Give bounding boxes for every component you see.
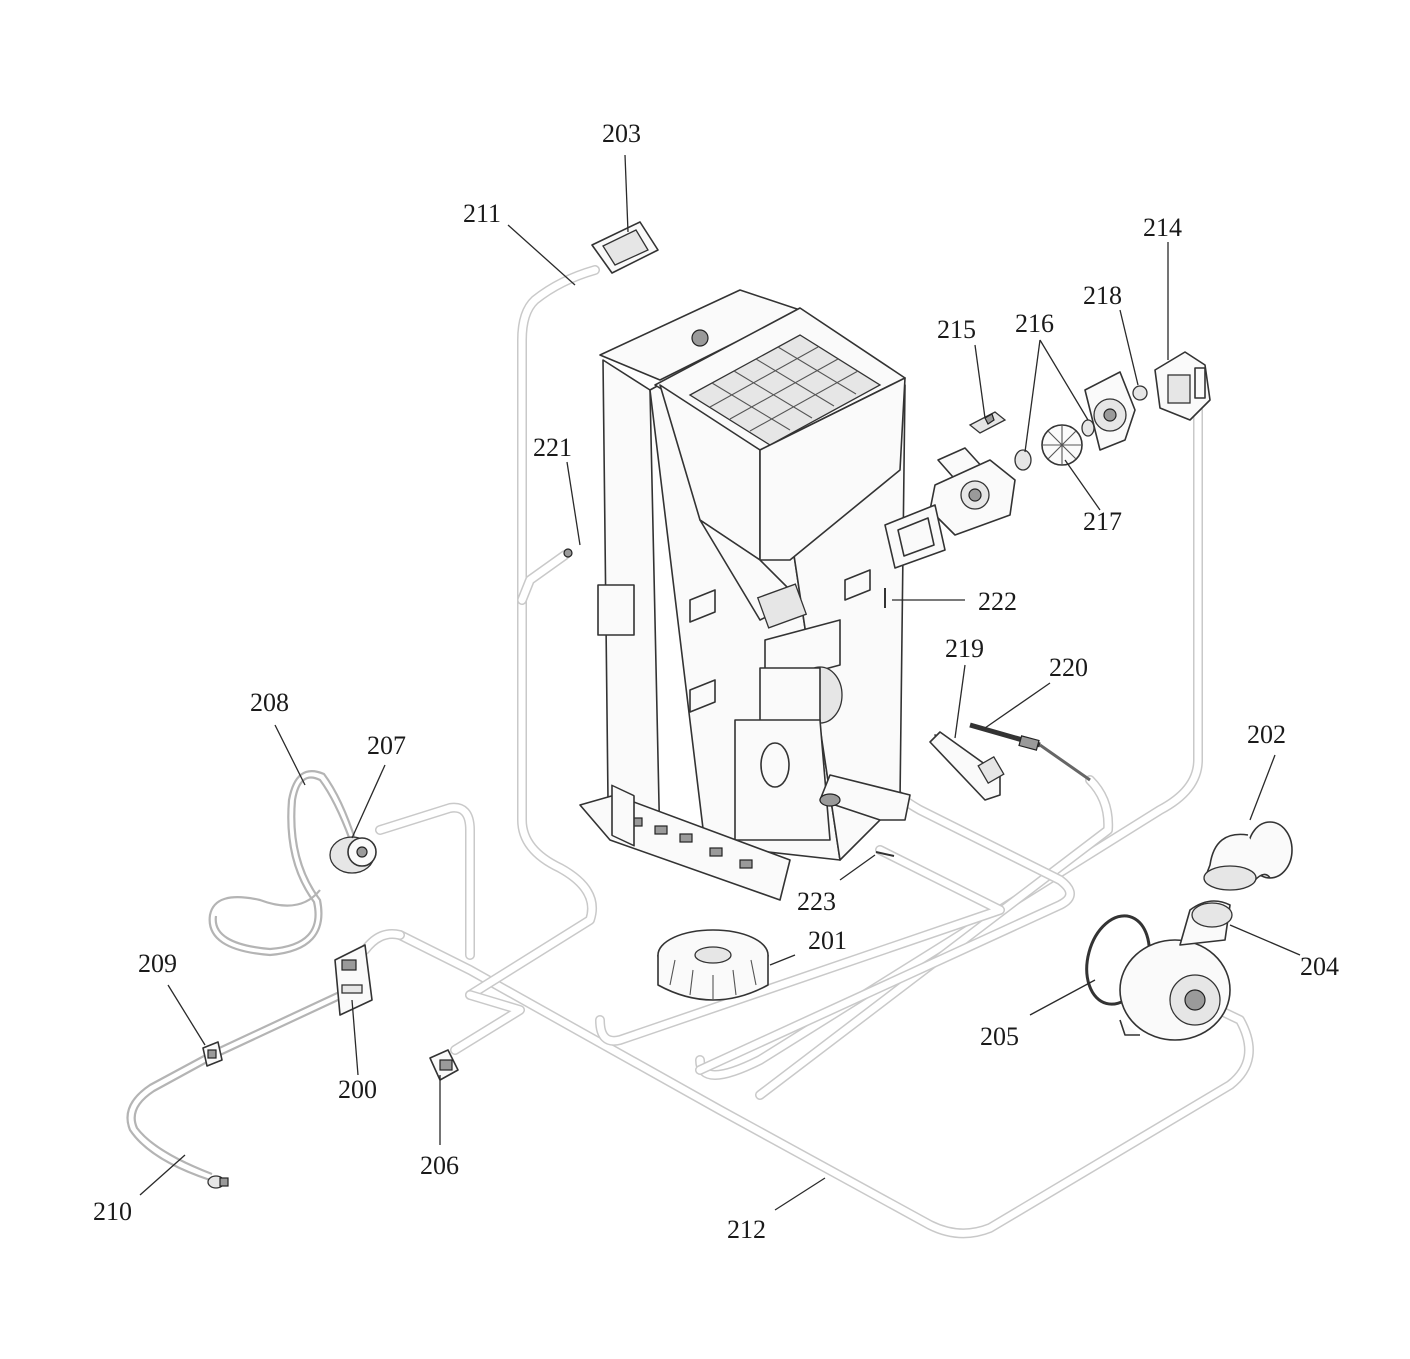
relay-209 <box>202 1041 223 1067</box>
label-204: 204 <box>1300 952 1339 981</box>
elbow-202 <box>1203 821 1293 891</box>
motor-214 <box>1154 351 1211 421</box>
bearing-218 <box>1132 385 1148 401</box>
label-219: 219 <box>945 634 984 663</box>
label-215: 215 <box>937 315 976 344</box>
label-203: 203 <box>602 119 641 148</box>
control-board-200 <box>334 944 373 1016</box>
square-gasket <box>884 504 946 569</box>
washer <box>1081 419 1095 437</box>
base-slots <box>629 817 753 869</box>
label-214: 214 <box>1143 213 1182 242</box>
label-205: 205 <box>980 1022 1019 1051</box>
label-211: 211 <box>463 199 501 228</box>
label-201: 201 <box>808 926 847 955</box>
label-221: 221 <box>533 433 572 462</box>
label-220: 220 <box>1049 653 1088 682</box>
label-210: 210 <box>93 1197 132 1226</box>
label-202: 202 <box>1247 720 1286 749</box>
label-216: 216 <box>1015 309 1054 338</box>
igniter-tube-219 <box>929 731 1005 801</box>
label-207: 207 <box>367 731 406 760</box>
impeller-217 <box>1041 424 1083 466</box>
part-labels: 203 211 214 218 215 216 217 221 222 219 … <box>93 119 1339 1244</box>
label-223: 223 <box>797 887 836 916</box>
bracket-215 <box>968 411 1007 434</box>
ring-216 <box>1014 449 1032 471</box>
label-222: 222 <box>978 587 1017 616</box>
label-212: 212 <box>727 1215 766 1244</box>
label-206: 206 <box>420 1151 459 1180</box>
plug-210 <box>207 1175 229 1189</box>
exhaust-fan-204 <box>1119 900 1233 1041</box>
pin-223 <box>875 851 895 857</box>
fan-wheel-201 <box>657 929 769 1001</box>
display-panel-203 <box>591 221 659 274</box>
leader-lines <box>139 154 1301 1211</box>
sensor-221 <box>563 548 573 558</box>
label-208: 208 <box>250 688 289 717</box>
label-217: 217 <box>1083 507 1122 536</box>
rod-220 <box>969 722 1091 782</box>
wire-harness <box>126 265 1254 1239</box>
label-218: 218 <box>1083 281 1122 310</box>
stove-body <box>579 289 911 901</box>
auger-motor <box>929 447 1016 536</box>
label-200: 200 <box>338 1075 377 1104</box>
pressure-switch-207 <box>329 836 377 874</box>
switch-206 <box>429 1049 459 1081</box>
label-209: 209 <box>138 949 177 978</box>
fan-housing-plate <box>1084 371 1136 451</box>
hopper-grid <box>709 346 859 432</box>
pressure-hose <box>208 776 352 957</box>
